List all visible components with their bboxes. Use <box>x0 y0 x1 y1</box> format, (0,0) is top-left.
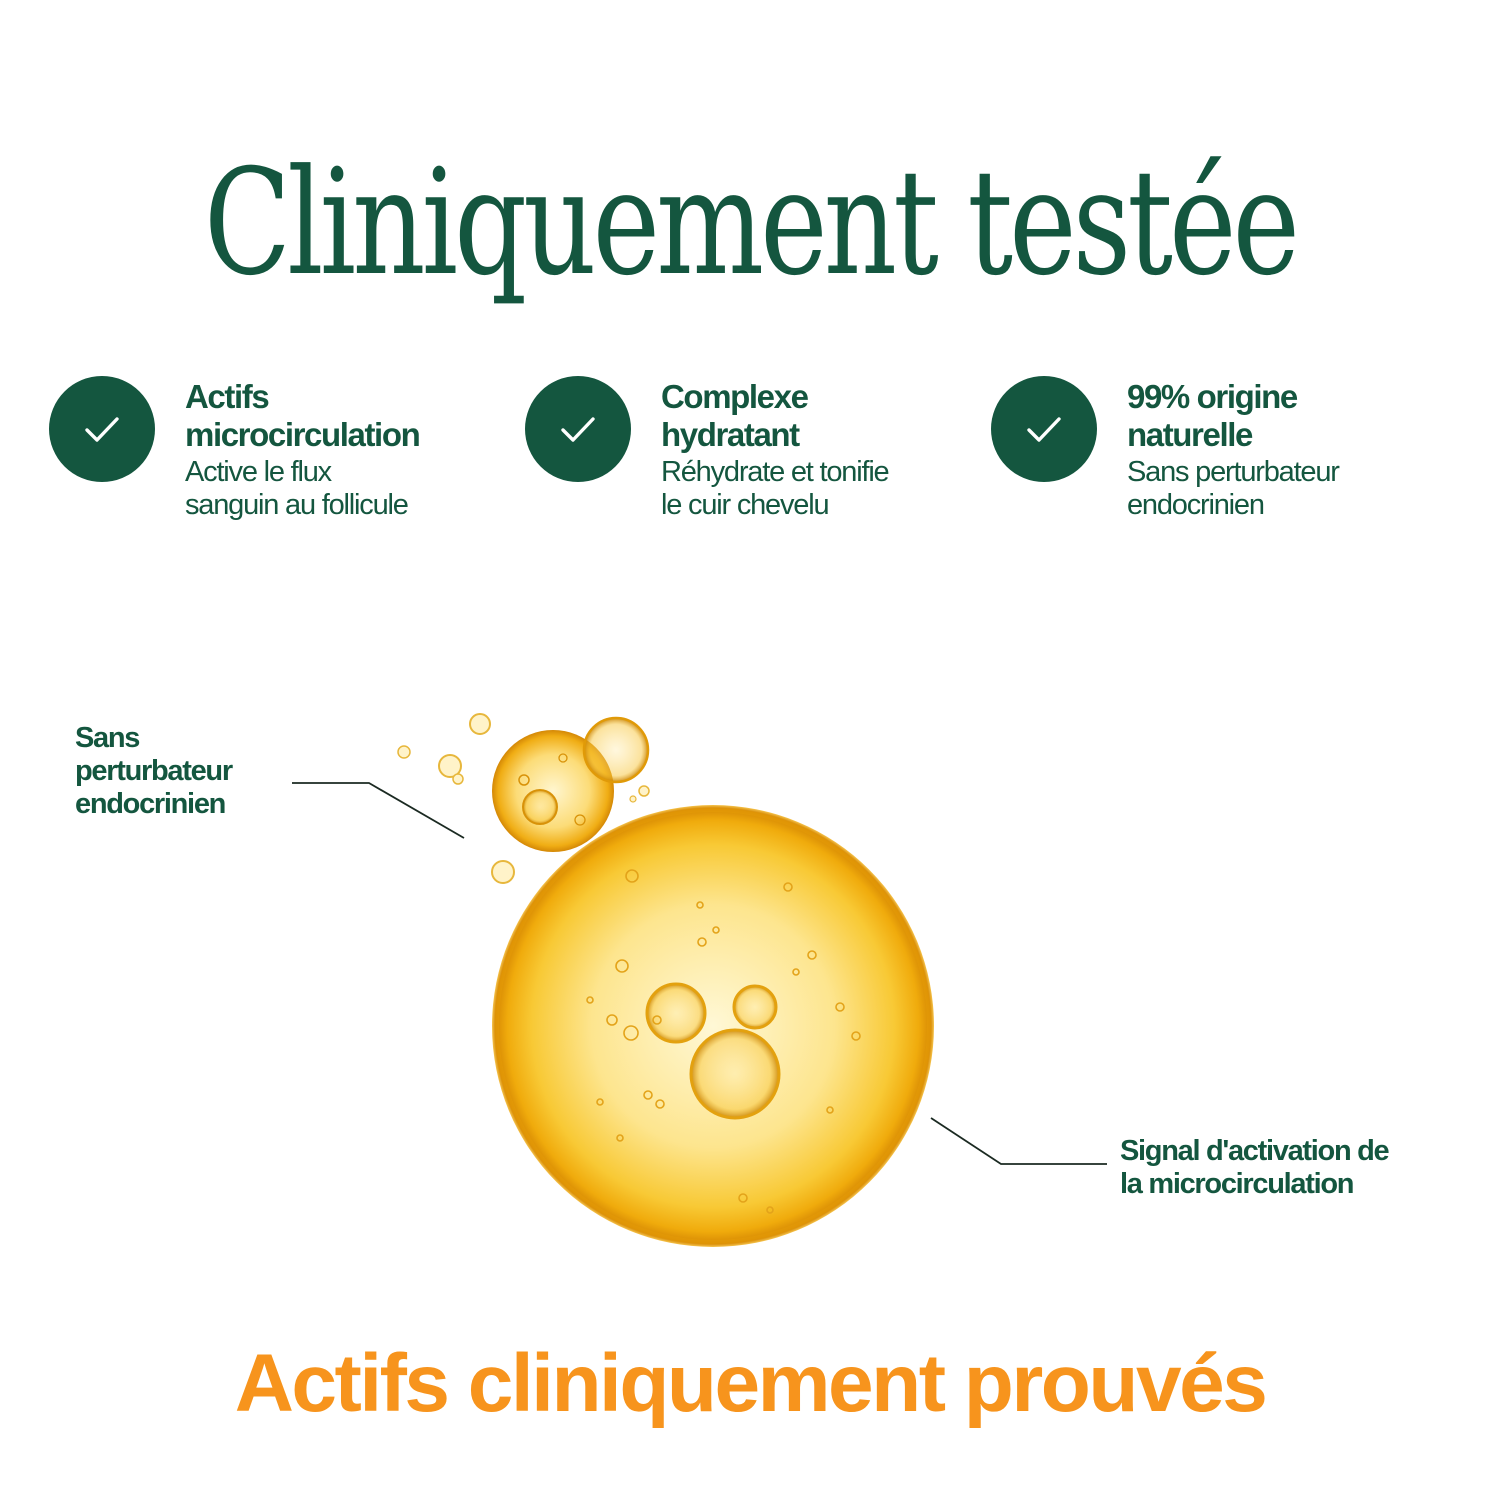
check-icon <box>1027 417 1061 442</box>
feature-title: Actifs microcirculation <box>185 378 421 453</box>
check-icon <box>561 417 595 442</box>
check-badge <box>991 376 1097 482</box>
callout-lines <box>292 782 1107 1165</box>
large-oil-drop <box>492 805 934 1247</box>
feature-title: 99% origine naturelle <box>1127 378 1298 453</box>
callout-left: Sans perturbateur endocrinien <box>75 722 233 820</box>
feature-description: Active le flux sanguin au follicule <box>185 456 409 521</box>
feature-description: Sans perturbateur endocrinien <box>1127 456 1340 521</box>
check-icon <box>85 417 119 442</box>
floating-bubbles <box>397 713 650 884</box>
page-title: Cliniquement testée <box>203 138 1300 308</box>
check-badge <box>49 376 155 482</box>
check-badge <box>525 376 631 482</box>
callout-right: Signal d'activation de la microcirculati… <box>1120 1135 1390 1200</box>
feature-description: Réhydrate et tonifie le cuir chevelu <box>661 456 890 521</box>
bottom-title: Actifs cliniquement prouvés <box>234 1338 1268 1429</box>
small-oil-drop <box>492 716 650 852</box>
feature-title: Complexe hydratant <box>661 378 809 453</box>
